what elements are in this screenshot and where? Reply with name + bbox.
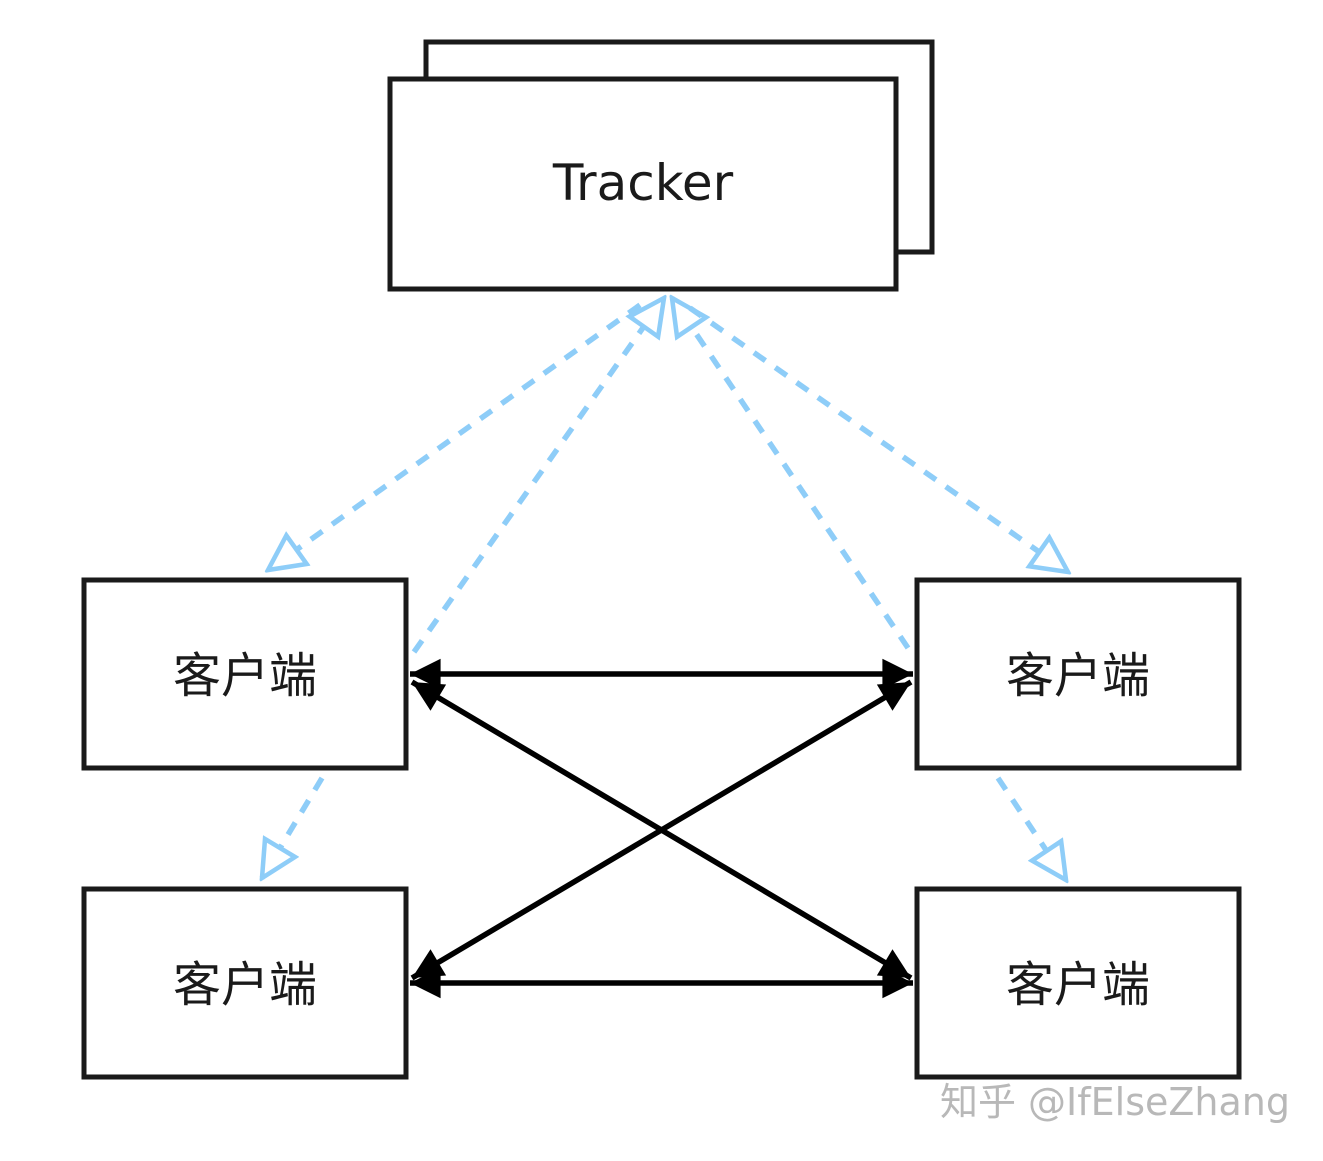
client-label: 客户端 (173, 648, 317, 704)
dashed-arrow-top-left-to-tracker (411, 298, 664, 654)
tracker-front-box (387, 76, 899, 292)
dashed-arrow-tracker-to-top-left (268, 302, 642, 570)
solid-arrows (410, 658, 913, 999)
tracker-label: Tracker (552, 154, 734, 212)
client-box (914, 886, 1242, 1080)
client-box (914, 577, 1242, 771)
solid-arrow-bottom-left-top-right (410, 679, 913, 981)
client-node-bottom-left: 客户端 (81, 886, 409, 1080)
client-label: 客户端 (1006, 957, 1150, 1013)
client-node-top-left: 客户端 (81, 577, 409, 771)
client-node-top-right: 客户端 (914, 577, 1242, 771)
dashed-arrow-top-left-to-bottom-left (262, 776, 325, 878)
client-label: 客户端 (1006, 648, 1150, 704)
client-box (81, 886, 409, 1080)
dashed-arrows (262, 298, 1068, 880)
dashed-arrow-top-right-to-tracker (672, 298, 911, 650)
watermark-text: 知乎 @IfElseZhang (940, 1080, 1290, 1124)
tracker-node: Tracker (387, 39, 935, 292)
client-label: 客户端 (173, 957, 317, 1013)
dashed-arrow-tracker-to-top-right (688, 305, 1068, 572)
dashed-arrow-top-right-to-bottom-right (995, 776, 1066, 880)
client-node-bottom-right: 客户端 (914, 886, 1242, 1080)
client-box (81, 577, 409, 771)
